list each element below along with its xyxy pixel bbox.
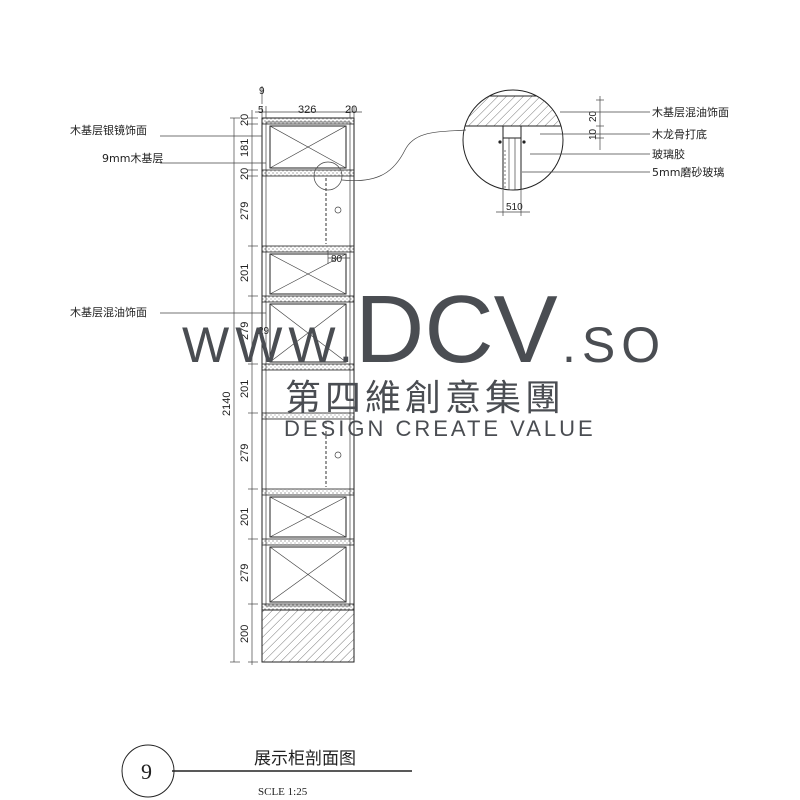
drawing-number: 9 bbox=[141, 759, 152, 784]
detail-enlargement: 20 10 510 木基层混油饰面 木龙骨打底 玻璃胶 5mm磨砂玻璃 bbox=[341, 89, 729, 216]
dim-v-279a: 279 bbox=[239, 202, 251, 220]
dim-v-279d: 279 bbox=[239, 564, 251, 582]
note-base-9mm: 9mm木基层 bbox=[102, 152, 163, 165]
detail-note-glue: 玻璃胶 bbox=[652, 147, 685, 161]
dim-v-201a: 201 bbox=[239, 264, 251, 282]
cabinet-section bbox=[261, 117, 355, 663]
detail-note-keel: 木龙骨打底 bbox=[652, 127, 707, 141]
title-block: 9 展示柜剖面图 SCLE 1:25 bbox=[121, 744, 412, 798]
watermark-chinese: 第四維創意集團 bbox=[285, 378, 565, 419]
note-mirror-finish: 木基层银镜饰面 bbox=[70, 123, 147, 137]
dim-v-181: 181 bbox=[239, 139, 251, 157]
detail-callout-circle bbox=[313, 161, 343, 191]
watermark: WWW. DCV .SO 第四維創意集團 DESIGN CREATE VALUE bbox=[182, 276, 666, 441]
dim-inner-80: 80 bbox=[331, 254, 343, 265]
note-paint-finish: 木基层混油饰面 bbox=[70, 305, 147, 319]
dim-v-20b: 20 bbox=[239, 168, 251, 180]
dim-top-5: 5 bbox=[258, 105, 264, 116]
detail-note-glass: 5mm磨砂玻璃 bbox=[652, 165, 724, 179]
drawer-boxes bbox=[269, 125, 347, 603]
dimension-lines bbox=[230, 86, 362, 665]
drawing-scale: SCLE 1:25 bbox=[258, 786, 308, 798]
dim-top-326: 326 bbox=[298, 104, 316, 116]
dim-top-20: 20 bbox=[345, 104, 357, 116]
dim-inner-29: 29 bbox=[258, 326, 270, 337]
dim-v-200: 200 bbox=[239, 625, 251, 643]
glass-panels bbox=[325, 178, 342, 487]
dim-total-2140: 2140 bbox=[221, 392, 233, 416]
dim-v-279c: 279 bbox=[239, 444, 251, 462]
plinth bbox=[261, 609, 355, 663]
detail-note-paint: 木基层混油饰面 bbox=[652, 105, 729, 119]
dim-v-279b: 279 bbox=[239, 322, 251, 340]
watermark-english: DESIGN CREATE VALUE bbox=[284, 416, 596, 441]
shelves bbox=[261, 117, 355, 611]
watermark-url-prefix: WWW. bbox=[182, 317, 359, 373]
watermark-brand: DCV bbox=[355, 276, 558, 383]
detail-dim-510: 510 bbox=[506, 202, 523, 213]
dim-top-9: 9 bbox=[259, 86, 265, 97]
detail-dim-20: 20 bbox=[588, 110, 599, 122]
dim-v-201c: 201 bbox=[239, 508, 251, 526]
dim-v-20a: 20 bbox=[239, 114, 251, 126]
dimension-texts: 9 5 326 20 20 181 20 279 201 279 201 279… bbox=[221, 86, 357, 643]
dim-v-201b: 201 bbox=[239, 380, 251, 398]
watermark-url-suffix: .SO bbox=[562, 317, 666, 373]
left-notes: 木基层银镜饰面 9mm木基层 木基层混油饰面 bbox=[70, 123, 266, 319]
drawing-title: 展示柜剖面图 bbox=[254, 749, 356, 769]
